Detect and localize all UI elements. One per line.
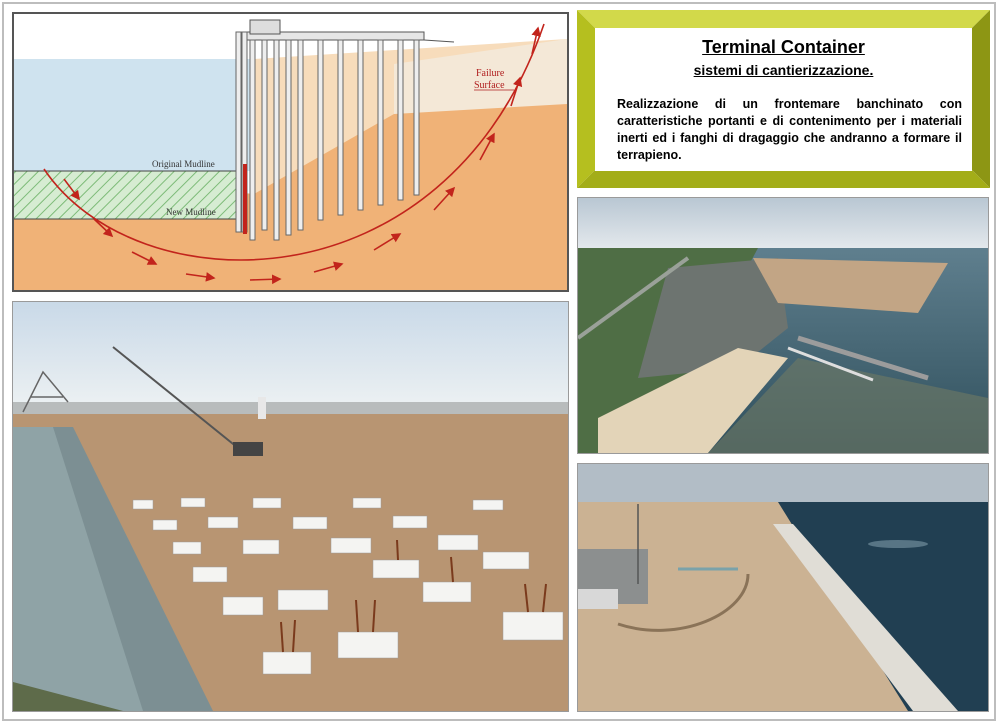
water-area	[14, 59, 254, 171]
pier-failure-diagram: Original Mudline New Mudline Failure Sur…	[12, 12, 569, 292]
page-title: Terminal Container	[702, 37, 865, 57]
gantry-cranes	[22, 370, 69, 413]
failure-label: Failure	[476, 68, 505, 79]
title-box: Terminal Container sistemi di cantierizz…	[577, 10, 990, 188]
rebar	[280, 539, 547, 653]
pile-caps	[132, 497, 564, 675]
aerial-photo-terminal	[577, 197, 989, 454]
page-subtitle: sistemi di cantierizzazione.	[693, 62, 874, 78]
new-mudline-label: New Mudline	[166, 207, 216, 217]
original-mudline-zone	[14, 171, 242, 219]
surface-label: Surface	[474, 80, 505, 91]
failure-arrows	[63, 26, 541, 285]
breakwater	[797, 335, 929, 381]
original-mudline-label: Original Mudline	[152, 159, 215, 169]
title-content: Terminal Container sistemi di cantierizz…	[595, 28, 972, 171]
reclaimed-land	[753, 258, 948, 313]
parking-area	[638, 258, 788, 378]
crane-boom	[112, 346, 244, 453]
title-frame	[577, 10, 990, 188]
aerial-photo-quay	[577, 463, 989, 712]
page-description: Realizzazione di un frontemare banchinat…	[617, 97, 962, 162]
diagram-svg: Original Mudline New Mudline Failure Sur…	[14, 14, 567, 290]
beach	[598, 348, 788, 453]
construction-yard	[578, 502, 908, 711]
construction-site-photo	[12, 301, 569, 712]
quay-wall	[773, 524, 958, 711]
